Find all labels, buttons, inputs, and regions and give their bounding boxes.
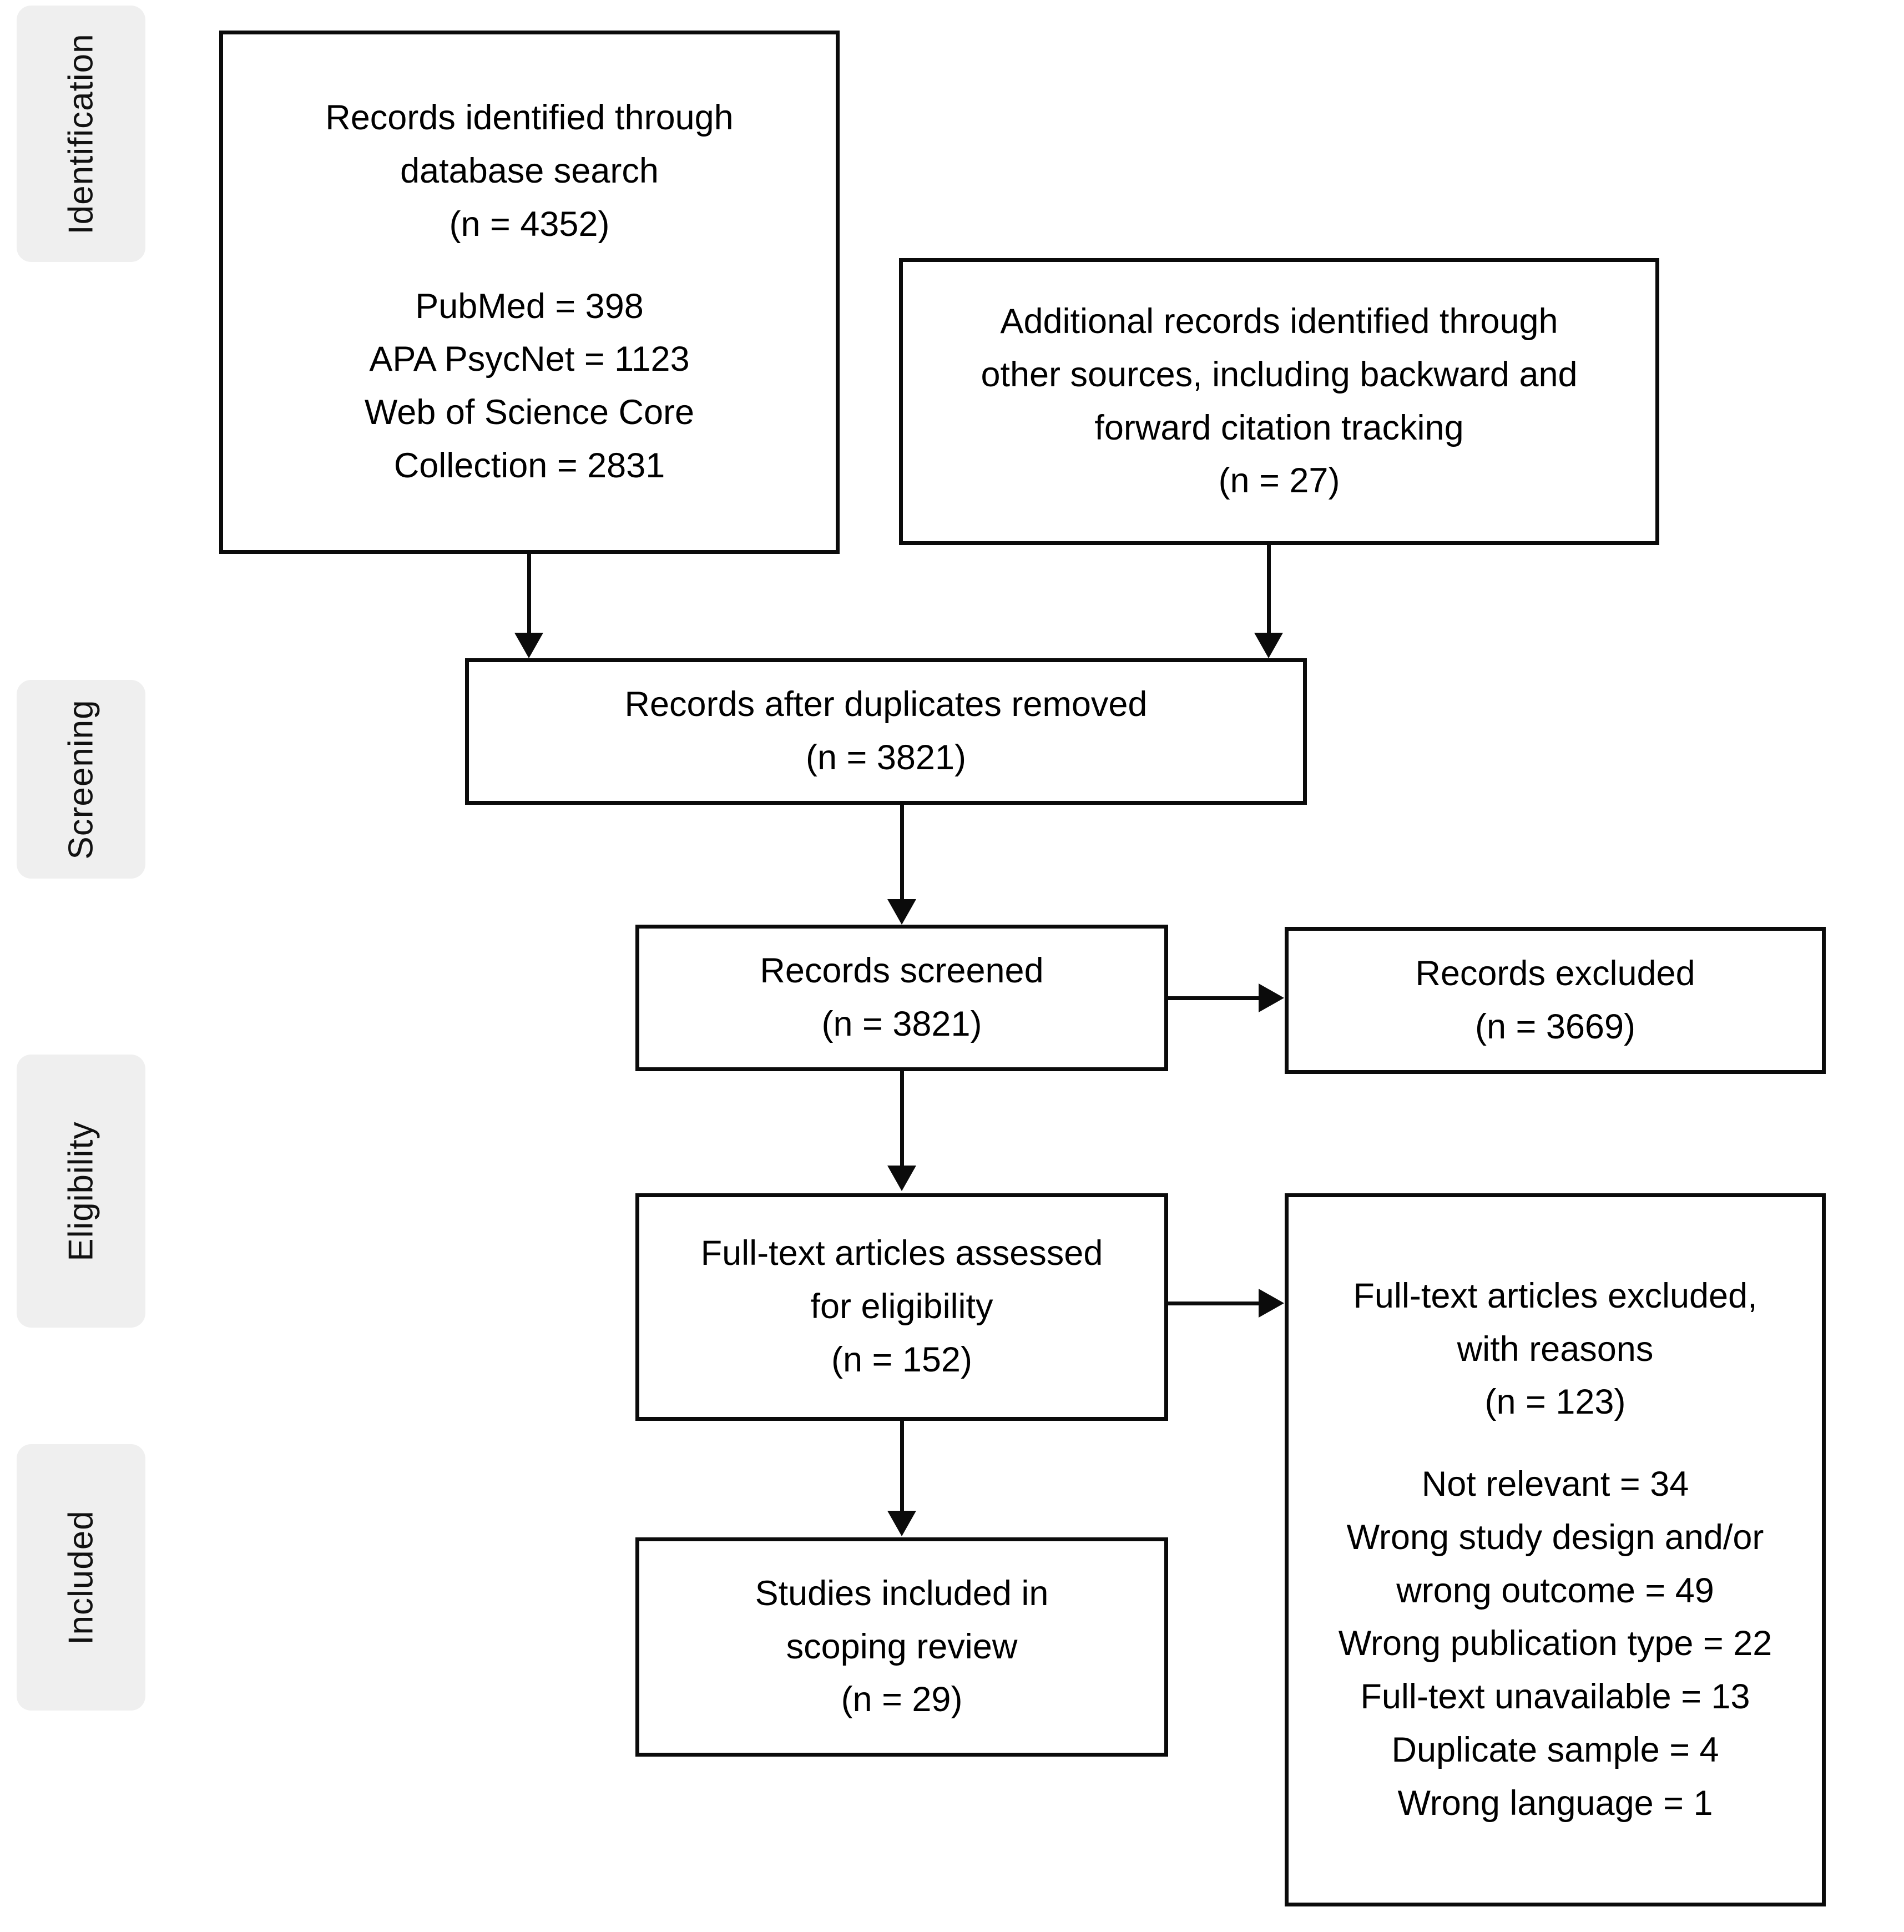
connector-other-to-duplicates — [1267, 545, 1271, 634]
connector-screened-to-excluded — [1168, 996, 1261, 1000]
box-fulltext-articles-assessed: Full-text articles assessed for eligibil… — [635, 1193, 1168, 1421]
phase-label-identification: Identification — [62, 33, 100, 235]
included-line-2: scoping review — [786, 1627, 1018, 1666]
connector-assessed-to-included — [900, 1421, 904, 1512]
included-line-3: (n = 29) — [841, 1680, 963, 1719]
phase-label-eligibility: Eligibility — [62, 1121, 100, 1262]
box-additional-records-other-sources: Additional records identified through ot… — [899, 258, 1659, 545]
arrowhead-assessed-to-included — [887, 1511, 916, 1536]
phase-tab-identification: Identification — [17, 6, 145, 262]
assessed-line-1: Full-text articles assessed — [700, 1234, 1103, 1273]
screened-line-1: Records screened — [760, 951, 1044, 991]
phase-label-screening: Screening — [62, 699, 100, 860]
phase-tab-screening: Screening — [17, 680, 145, 879]
db-detail-3: Web of Science Core — [364, 393, 695, 432]
arrowhead-duplicates-to-screened — [887, 899, 916, 925]
db-line-2: database search — [400, 152, 659, 191]
excluded-line-1: Records excluded — [1415, 954, 1695, 993]
included-line-1: Studies included in — [755, 1573, 1049, 1613]
arrowhead-db-to-duplicates — [514, 633, 543, 658]
db-line-1: Records identified through — [325, 98, 734, 138]
db-detail-2: APA PsycNet = 1123 — [369, 340, 690, 379]
reason-4: Wrong publication type = 22 — [1338, 1624, 1772, 1663]
reason-2: Wrong study design and/or — [1346, 1517, 1764, 1557]
screened-line-2: (n = 3821) — [821, 1005, 982, 1043]
other-line-3: forward citation tracking — [1094, 408, 1464, 447]
reason-6: Duplicate sample = 4 — [1391, 1730, 1719, 1769]
dup-line-2: (n = 3821) — [806, 738, 966, 777]
phase-tab-included: Included — [17, 1444, 145, 1711]
assessed-line-3: (n = 152) — [831, 1340, 972, 1379]
fexcl-line-2: with reasons — [1457, 1329, 1654, 1369]
assessed-line-2: for eligibility — [810, 1287, 993, 1326]
reason-5: Full-text unavailable = 13 — [1360, 1677, 1750, 1716]
excluded-line-2: (n = 3669) — [1475, 1007, 1635, 1046]
box-records-after-duplicates-removed: Records after duplicates removed (n = 38… — [465, 658, 1307, 805]
db-detail-4: Collection = 2831 — [393, 446, 665, 485]
other-line-1: Additional records identified through — [1000, 302, 1558, 341]
fexcl-line-3: (n = 123) — [1484, 1383, 1626, 1422]
arrowhead-screened-to-fulltext — [887, 1166, 916, 1191]
arrowhead-other-to-duplicates — [1254, 633, 1283, 658]
reason-7: Wrong language = 1 — [1397, 1783, 1713, 1823]
arrowhead-assessed-to-fulltext-excluded — [1259, 1289, 1284, 1318]
connector-duplicates-to-screened — [900, 805, 904, 902]
reason-1: Not relevant = 34 — [1421, 1465, 1689, 1504]
arrowhead-screened-to-excluded — [1259, 983, 1284, 1012]
connector-screened-to-fulltext — [900, 1071, 904, 1168]
box-records-screened: Records screened (n = 3821) — [635, 925, 1168, 1071]
box-records-identified-database-search: Records identified through database sear… — [219, 31, 840, 554]
db-line-3: (n = 4352) — [449, 204, 610, 244]
fexcl-line-1: Full-text articles excluded, — [1353, 1276, 1757, 1315]
box-records-excluded: Records excluded (n = 3669) — [1285, 927, 1826, 1074]
phase-label-included: Included — [62, 1510, 100, 1645]
box-fulltext-articles-excluded-with-reasons: Full-text articles excluded, with reason… — [1285, 1193, 1826, 1906]
box-studies-included-in-scoping-review: Studies included in scoping review (n = … — [635, 1537, 1168, 1757]
other-line-4: (n = 27) — [1218, 461, 1340, 501]
phase-tab-eligibility: Eligibility — [17, 1055, 145, 1328]
reason-3: wrong outcome = 49 — [1396, 1571, 1714, 1610]
dup-line-1: Records after duplicates removed — [624, 685, 1148, 724]
db-detail-1: PubMed = 398 — [415, 286, 644, 326]
other-line-2: other sources, including backward and — [981, 355, 1578, 394]
connector-assessed-to-fulltext-excluded — [1168, 1302, 1261, 1305]
connector-db-to-duplicates — [527, 554, 531, 634]
